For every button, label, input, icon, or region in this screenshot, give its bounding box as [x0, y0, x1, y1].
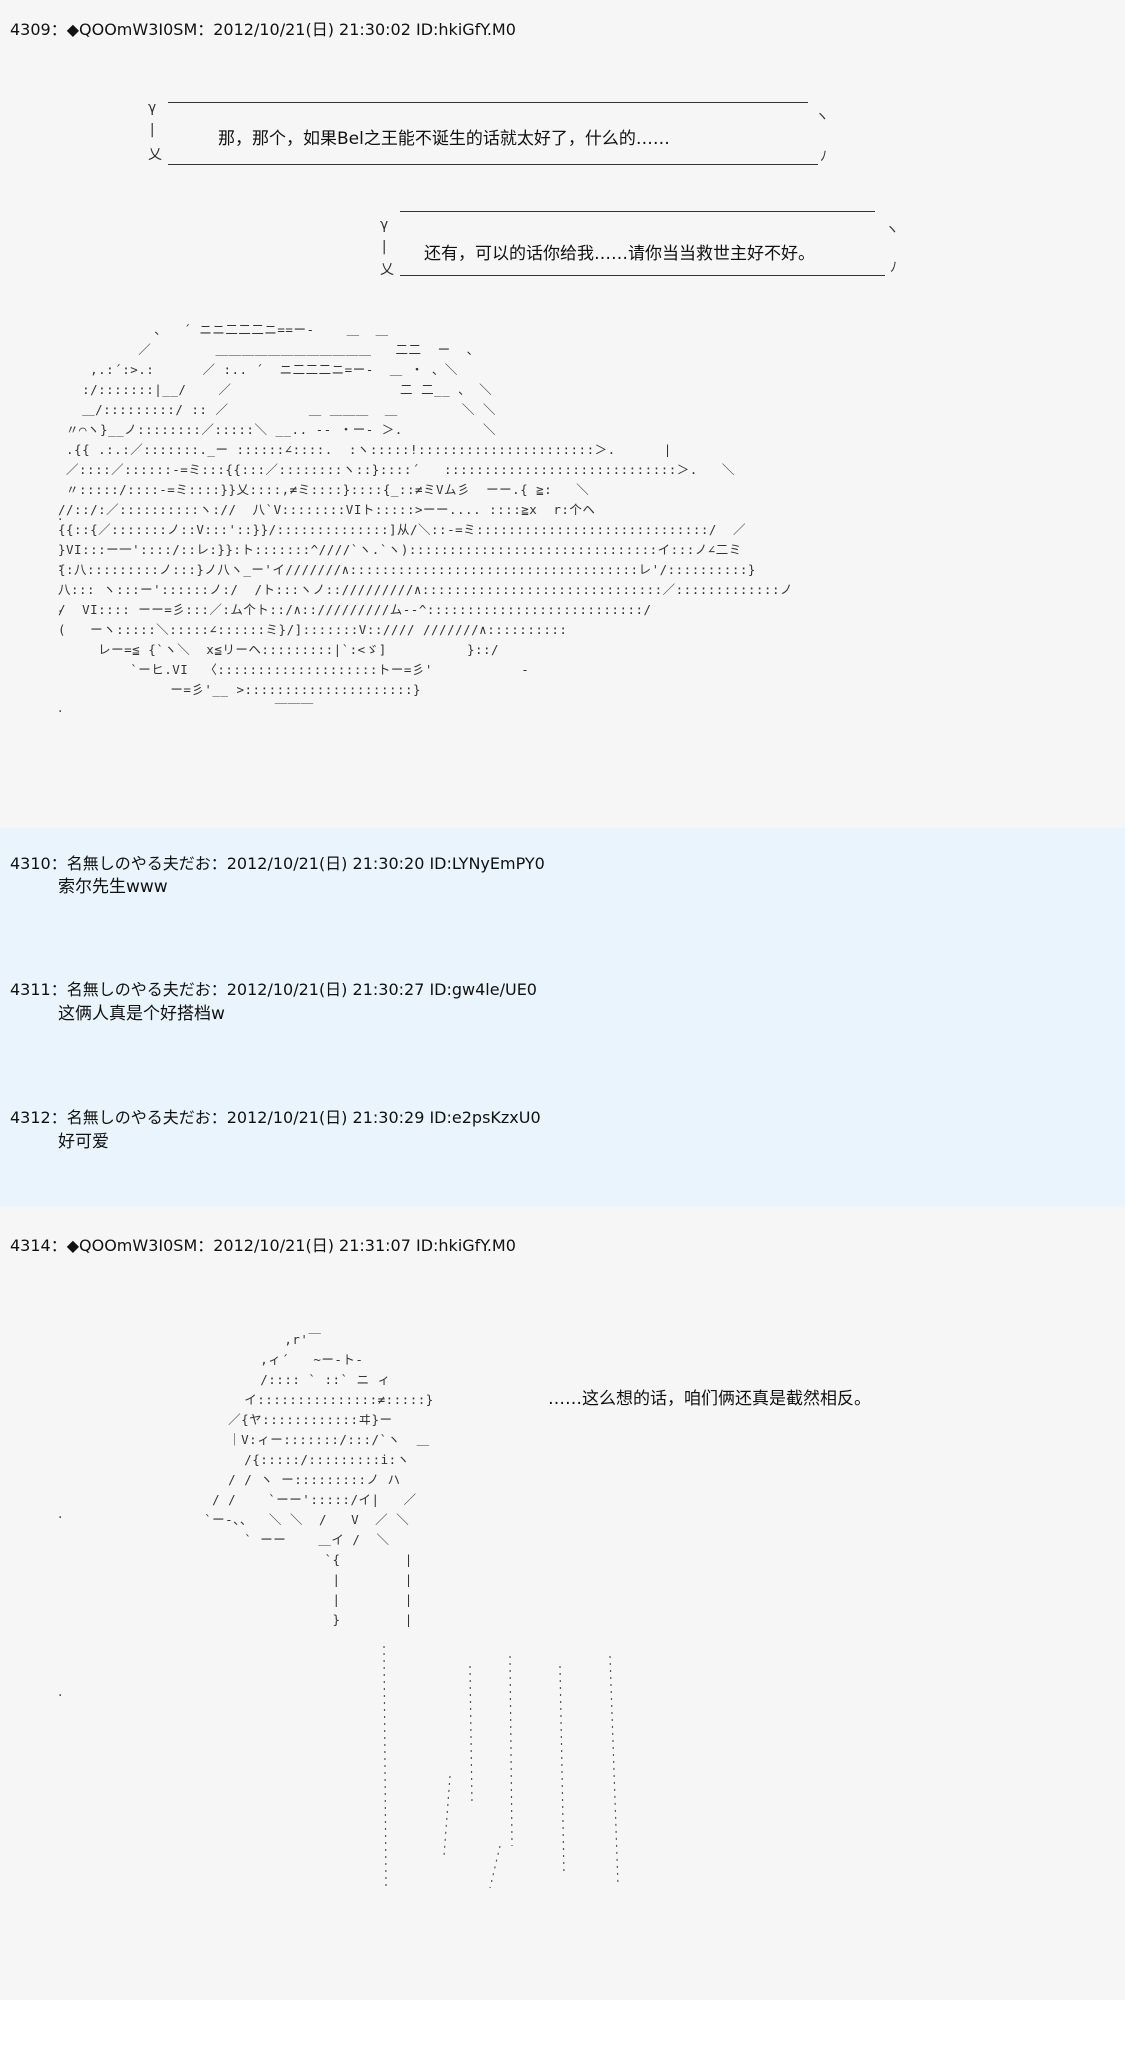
margin-dot: .: [58, 555, 63, 571]
post-header-4311: 4311：名無しのやる夫だお：2012/10/21(日) 21:30:27 ID…: [10, 980, 537, 999]
post-body-4310: 索尔先生www: [58, 877, 168, 897]
post-4309: 4309：◆QOOmW3I0SM：2012/10/21(日) 21:30:02 …: [0, 0, 1125, 828]
post-body-4312: 好可爱: [58, 1132, 109, 1152]
figure-legs: [383, 1645, 619, 1889]
margin-dot: .: [58, 600, 63, 616]
margin-dot: .: [58, 700, 63, 716]
margin-dot: .: [58, 1684, 63, 1700]
post-group-replies: 4310：名無しのやる夫だお：2012/10/21(日) 21:30:20 ID…: [0, 828, 1125, 1206]
post-header: 4314：◆QOOmW3I0SM：2012/10/21(日) 21:31:07 …: [10, 1236, 516, 1255]
speech-bubble: γ | 乂 ヽ ﾉ 那，那个，如果Bel之王能不诞生的话就太好了，什么的……: [148, 100, 829, 165]
post-header-4312: 4312：名無しのやる夫だお：2012/10/21(日) 21:30:29 ID…: [10, 1108, 541, 1127]
ascii-art-standing-figure: ,r'￣ ,ィ´ ~ー-ト- /:::: ` ::` ニ ィ イ::::::::…: [204, 1332, 434, 1627]
margin-dot: .: [58, 508, 63, 524]
margin-dot: .: [58, 1506, 63, 1522]
bubble-text: 还有，可以的话你给我……请你当当救世主好不好。: [424, 244, 815, 264]
post-header: 4309：◆QOOmW3I0SM：2012/10/21(日) 21:30:02 …: [10, 20, 516, 39]
bubble-text: 那，那个，如果Bel之王能不诞生的话就太好了，什么的……: [218, 129, 670, 149]
post-header-4310: 4310：名無しのやる夫だお：2012/10/21(日) 21:30:20 ID…: [10, 854, 545, 873]
ascii-art-lying-girl: 、 ´ ニニ二二二ニ==ー- ＿ ＿ ／ ＿＿＿＿＿＿＿＿＿＿＿＿ 二二 ー 、…: [58, 322, 793, 717]
speech-bubble: γ | 乂 ヽ ﾉ 还有，可以的话你给我……请你当当救世主好不好。: [380, 205, 905, 281]
post-body-4311: 这俩人真是个好搭档w: [58, 1004, 225, 1024]
post-caption: ……这么想的话，咱们俩还真是截然相反。: [548, 1389, 871, 1409]
post-4314: 4314：◆QOOmW3I0SM：2012/10/21(日) 21:31:07 …: [0, 1206, 1125, 2000]
